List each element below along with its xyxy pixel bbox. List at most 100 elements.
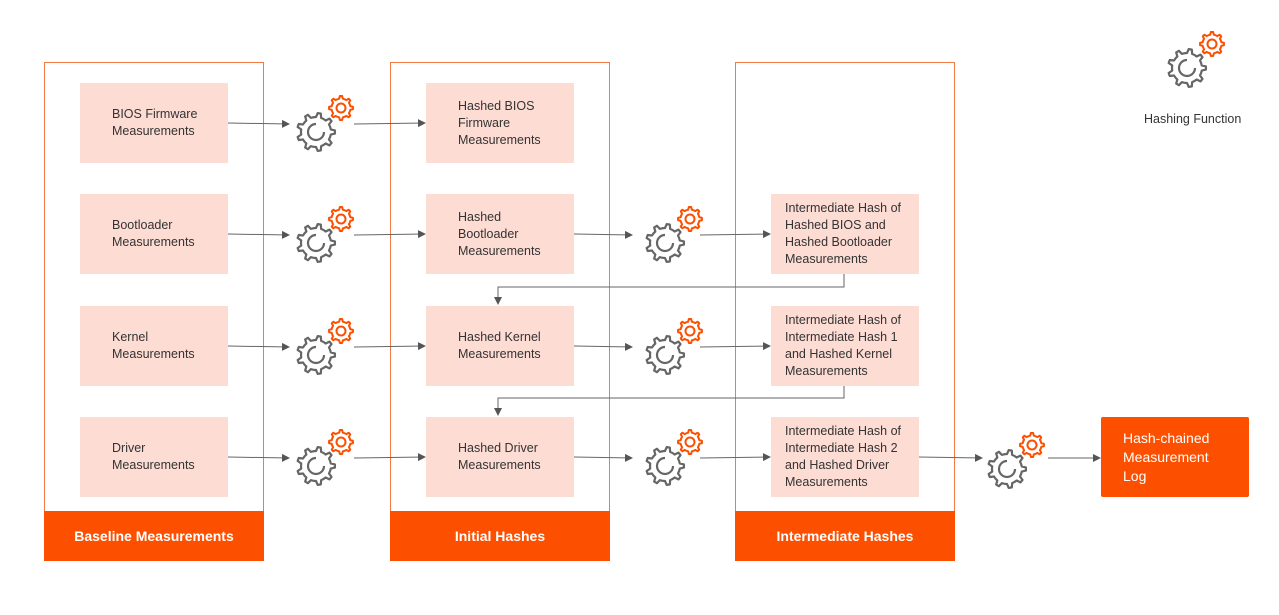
large-gear-hub: [306, 456, 326, 476]
gear-pair-svg: [296, 206, 354, 264]
large-gear-shape: [296, 111, 337, 153]
gear-pair-svg: [1167, 31, 1225, 89]
hashed-bootloader-label: Hashed Bootloader Measurements: [458, 209, 541, 258]
baseline-column-title: Baseline Measurements: [44, 511, 264, 561]
legend-hashing-function-icon: [1165, 30, 1225, 90]
gear-pair-svg: [645, 318, 703, 376]
small-gear-hub: [335, 102, 347, 114]
small-gear-shape: [328, 318, 354, 344]
small-gear-shape: [328, 206, 354, 232]
large-gear-hub: [997, 459, 1017, 479]
intermediate-hash-1-box: Intermediate Hash of Hashed BIOS and Has…: [771, 194, 919, 274]
driver-box: Driver Measurements: [80, 417, 228, 497]
hashed-driver-box: Hashed Driver Measurements: [426, 417, 574, 497]
bootloader-box: Bootloader Measurements: [80, 194, 228, 274]
large-gear-shape: [1167, 47, 1208, 89]
hashing-function-icon: [643, 205, 703, 265]
legend-label: Hashing Function: [1144, 112, 1242, 126]
small-gear-shape: [677, 318, 703, 344]
arrow-gear-to-hashed-driver: [353, 453, 426, 462]
small-gear-shape: [1019, 432, 1045, 458]
kernel-box: Kernel Measurements: [80, 306, 228, 386]
arrow-hashed-kernel-to-gear: [573, 342, 633, 351]
small-gear-hub: [684, 325, 696, 337]
large-gear-shape: [645, 445, 686, 487]
large-gear-shape: [987, 448, 1028, 490]
large-gear-shape: [296, 334, 337, 376]
bios-firmware-box: BIOS Firmware Measurements: [80, 83, 228, 163]
gear-pair-svg: [296, 318, 354, 376]
arrow-hashed-bootloader-to-gear: [573, 230, 633, 239]
hashed-kernel-label: Hashed Kernel Measurements: [458, 330, 541, 361]
small-gear-hub: [1026, 439, 1038, 451]
small-gear-hub: [684, 213, 696, 225]
arrow-gear-to-hashed-bootloader: [353, 230, 426, 239]
hash-chained-log-label: Hash-chained Measurement Log: [1123, 430, 1210, 484]
arrow-gear-to-hashed-bios: [353, 119, 426, 128]
small-gear-shape: [328, 429, 354, 455]
intermediate-hash-1-label: Intermediate Hash of Hashed BIOS and Has…: [785, 201, 902, 266]
arrow-bios-to-gear: [227, 119, 290, 128]
large-gear-hub: [655, 233, 675, 253]
arrow-gear-to-intermediate-2: [699, 342, 771, 351]
arrow-gear-to-intermediate-3: [699, 453, 771, 462]
hashing-function-icon: [643, 428, 703, 488]
hashing-function-icon: [643, 317, 703, 377]
bootloader-label: Bootloader Measurements: [112, 218, 195, 249]
large-gear-shape: [296, 222, 337, 264]
gear-pair-svg: [296, 429, 354, 487]
arrow-kernel-to-gear: [227, 342, 290, 351]
small-gear-hub: [335, 325, 347, 337]
arrow-intermediate-3-to-gear: [918, 453, 983, 462]
hashed-bios-box: Hashed BIOS Firmware Measurements: [426, 83, 574, 163]
small-gear-hub: [1206, 38, 1218, 50]
large-gear-hub: [655, 345, 675, 365]
hashing-function-icon: [985, 431, 1045, 491]
intermediate-hash-2-label: Intermediate Hash of Intermediate Hash 1…: [785, 313, 902, 378]
intermediate-hash-3-box: Intermediate Hash of Intermediate Hash 2…: [771, 417, 919, 497]
hashed-bios-label: Hashed BIOS Firmware Measurements: [458, 98, 541, 147]
intermediate-hash-2-box: Intermediate Hash of Intermediate Hash 1…: [771, 306, 919, 386]
gear-pair-svg: [645, 429, 703, 487]
large-gear-hub: [306, 345, 326, 365]
arrow-hashed-driver-to-gear: [573, 453, 633, 462]
bios-firmware-label: BIOS Firmware Measurements: [112, 107, 198, 138]
small-gear-hub: [684, 436, 696, 448]
arrow-bootloader-to-gear: [227, 230, 290, 239]
gear-pair-svg: [296, 95, 354, 153]
hashing-function-icon: [294, 428, 354, 488]
hashed-kernel-box: Hashed Kernel Measurements: [426, 306, 574, 386]
driver-label: Driver Measurements: [112, 441, 195, 472]
arrow-gear-to-intermediate-1: [699, 230, 771, 239]
initial-hashes-column-title: Initial Hashes: [390, 511, 610, 561]
hashing-function-icon: [294, 317, 354, 377]
gear-pair-svg: [645, 206, 703, 264]
large-gear-shape: [296, 445, 337, 487]
hashing-function-icon: [294, 205, 354, 265]
large-gear-hub: [655, 456, 675, 476]
arrow-gear-to-hashed-kernel: [353, 342, 426, 351]
intermediate-hash-3-label: Intermediate Hash of Intermediate Hash 2…: [785, 424, 902, 489]
large-gear-shape: [645, 334, 686, 376]
small-gear-hub: [335, 213, 347, 225]
small-gear-hub: [335, 436, 347, 448]
kernel-label: Kernel Measurements: [112, 330, 195, 361]
hashed-driver-label: Hashed Driver Measurements: [458, 441, 541, 472]
large-gear-hub: [306, 233, 326, 253]
small-gear-shape: [677, 429, 703, 455]
arrow-intermediate-2-to-hashed-driver: [494, 386, 845, 416]
intermediate-hashes-column-title: Intermediate Hashes: [735, 511, 955, 561]
arrow-intermediate-1-to-hashed-kernel: [494, 274, 845, 305]
small-gear-shape: [677, 206, 703, 232]
hashed-bootloader-box: Hashed Bootloader Measurements: [426, 194, 574, 274]
gear-pair-svg: [987, 432, 1045, 490]
hash-chained-log-box: Hash-chained Measurement Log: [1101, 417, 1249, 497]
small-gear-shape: [328, 95, 354, 121]
large-gear-shape: [645, 222, 686, 264]
large-gear-hub: [1177, 58, 1197, 78]
small-gear-shape: [1199, 31, 1225, 57]
large-gear-hub: [306, 122, 326, 142]
hashing-function-icon: [294, 94, 354, 154]
arrow-driver-to-gear: [227, 453, 290, 462]
